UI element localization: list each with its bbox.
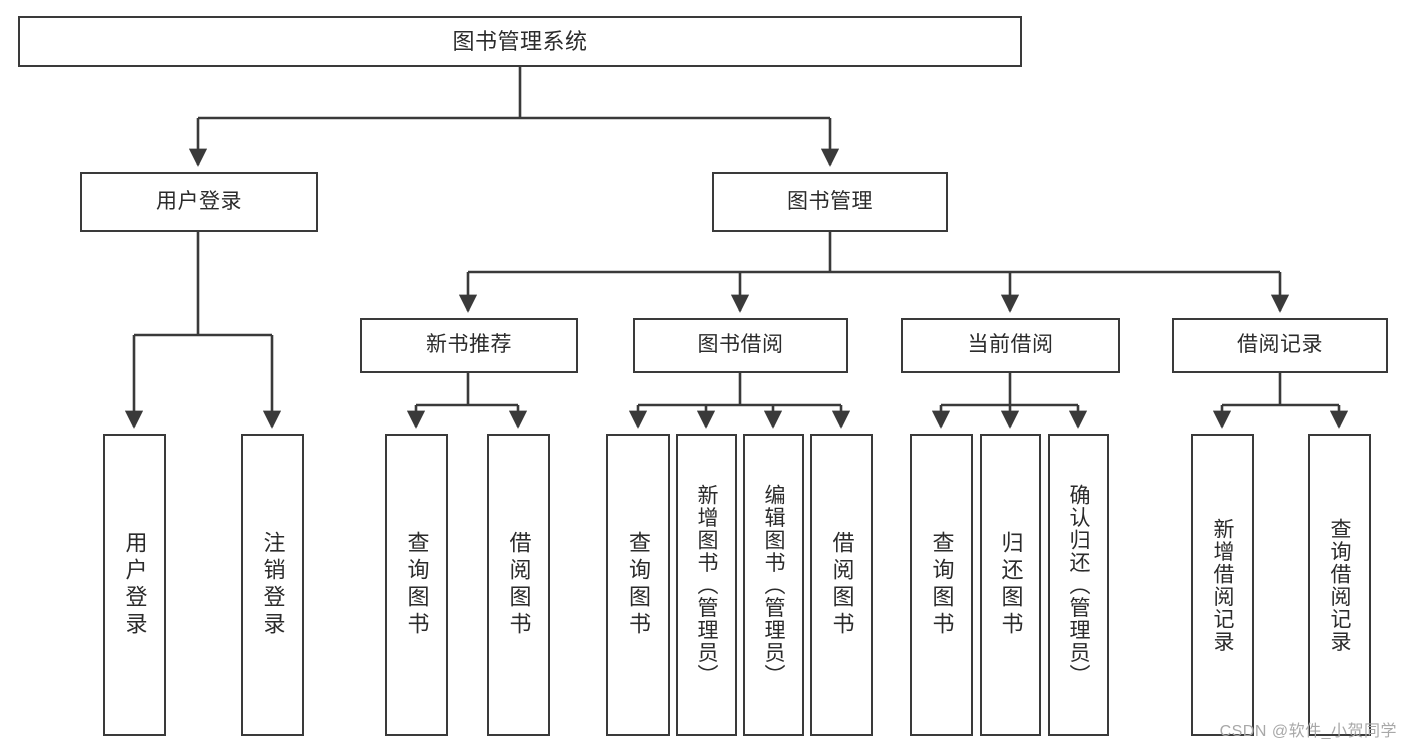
node-borrow-record-label: 借阅记录 (1237, 333, 1323, 357)
node-leaf-edit-book[interactable]: 编辑图书（管理员） (743, 434, 804, 736)
node-leaf-return-book-label: 归还图书 (998, 531, 1024, 639)
node-new-book-rec-label: 新书推荐 (426, 333, 512, 357)
node-leaf-logout[interactable]: 注销登录 (241, 434, 304, 736)
node-leaf-query-record[interactable]: 查询借阅记录 (1308, 434, 1371, 736)
node-leaf-query-book-3[interactable]: 查询图书 (910, 434, 973, 736)
node-book-manage[interactable]: 图书管理 (712, 172, 948, 232)
node-leaf-add-book[interactable]: 新增图书（管理员） (676, 434, 737, 736)
node-leaf-query-book-1-label: 查询图书 (404, 531, 430, 639)
node-leaf-query-book-2[interactable]: 查询图书 (606, 434, 670, 736)
node-leaf-logout-label: 注销登录 (260, 531, 286, 639)
node-leaf-add-record[interactable]: 新增借阅记录 (1191, 434, 1254, 736)
node-leaf-user-login-label: 用户登录 (122, 531, 148, 639)
node-leaf-borrow-book-1-label: 借阅图书 (506, 531, 532, 639)
node-book-borrow-label: 图书借阅 (697, 333, 784, 357)
node-user-login[interactable]: 用户登录 (80, 172, 318, 232)
node-leaf-query-book-2-label: 查询图书 (626, 531, 651, 639)
node-leaf-query-record-label: 查询借阅记录 (1328, 517, 1351, 653)
node-leaf-edit-book-label: 编辑图书（管理员） (762, 483, 785, 687)
node-leaf-confirm-return[interactable]: 确认归还（管理员） (1048, 434, 1109, 736)
node-borrow-record[interactable]: 借阅记录 (1172, 318, 1388, 373)
node-leaf-borrow-book-2-label: 借阅图书 (829, 531, 855, 639)
node-user-login-label: 用户登录 (156, 189, 242, 213)
node-leaf-add-record-label: 新增借阅记录 (1211, 517, 1234, 653)
node-leaf-query-book-1[interactable]: 查询图书 (385, 434, 448, 736)
node-new-book-rec[interactable]: 新书推荐 (360, 318, 578, 373)
node-root-label: 图书管理系统 (452, 28, 588, 54)
node-leaf-query-book-3-label: 查询图书 (929, 531, 955, 639)
node-current-borrow[interactable]: 当前借阅 (901, 318, 1120, 373)
node-leaf-borrow-book-2[interactable]: 借阅图书 (810, 434, 873, 736)
node-leaf-return-book[interactable]: 归还图书 (980, 434, 1041, 736)
node-book-borrow[interactable]: 图书借阅 (633, 318, 848, 373)
node-current-borrow-label: 当前借阅 (967, 333, 1054, 357)
node-book-manage-label: 图书管理 (787, 189, 873, 213)
node-leaf-confirm-return-label: 确认归还（管理员） (1067, 483, 1090, 687)
node-leaf-borrow-book-1[interactable]: 借阅图书 (487, 434, 550, 736)
node-root[interactable]: 图书管理系统 (18, 16, 1022, 67)
csdn-watermark: CSDN @软件_小贺同学 (1219, 723, 1397, 740)
node-leaf-user-login[interactable]: 用户登录 (103, 434, 166, 736)
node-leaf-add-book-label: 新增图书（管理员） (695, 483, 718, 687)
